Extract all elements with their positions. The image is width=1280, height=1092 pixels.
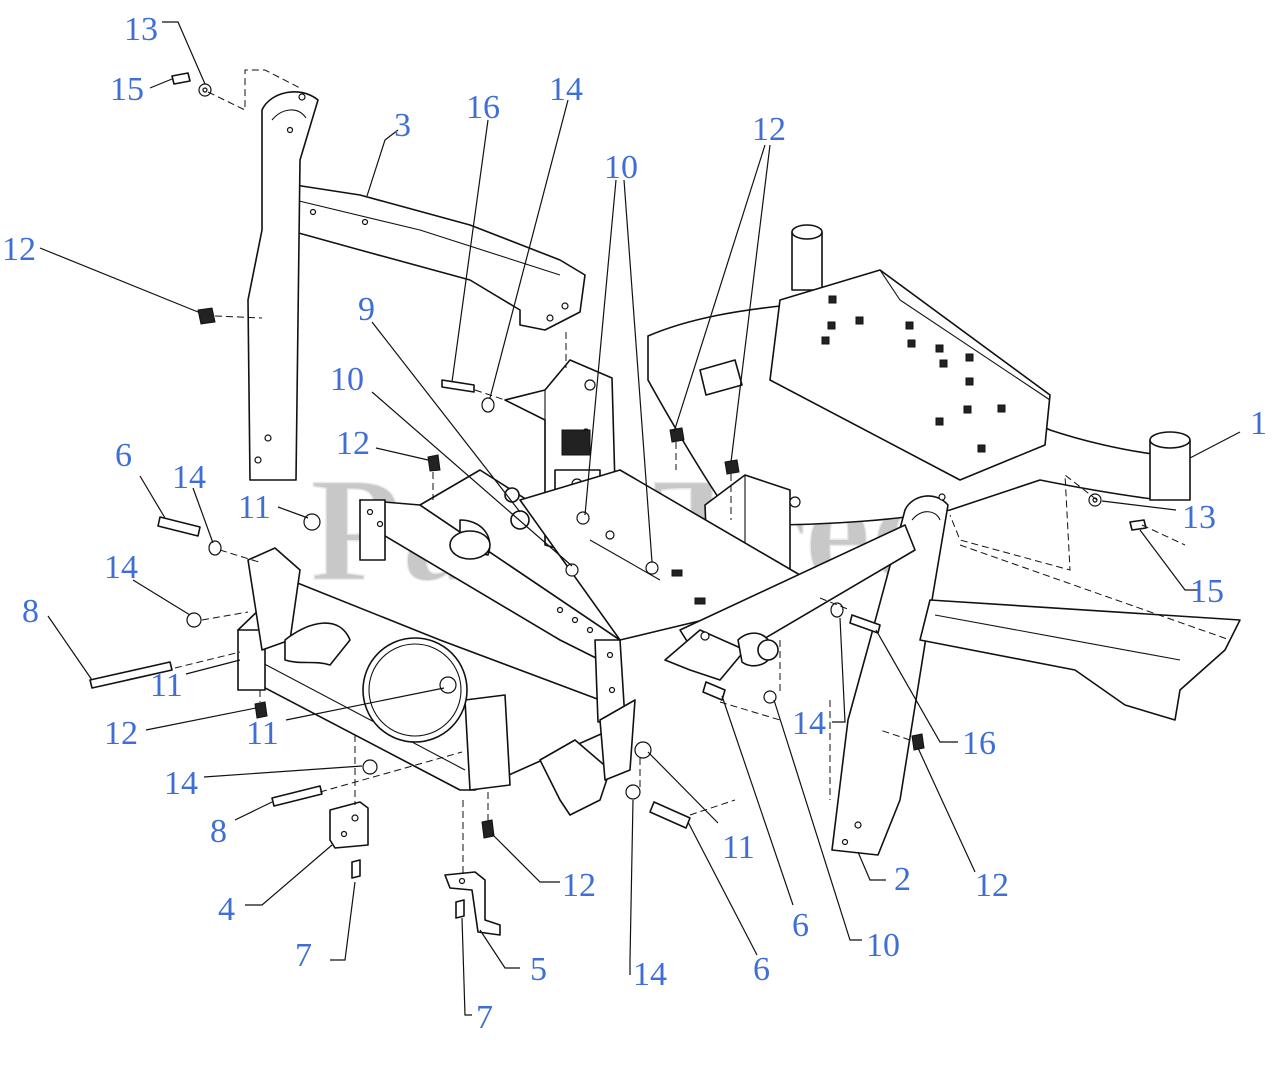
callout-8[interactable]: 8 xyxy=(22,593,39,630)
part-2-right-vertical-bar[interactable] xyxy=(831,493,949,856)
callout-12[interactable]: 12 xyxy=(104,715,138,752)
callout-7[interactable]: 7 xyxy=(476,999,493,1036)
fasteners xyxy=(89,72,1147,919)
callout-1[interactable]: 1 xyxy=(1250,405,1267,442)
callout-15[interactable]: 15 xyxy=(110,71,144,108)
callout-12[interactable]: 12 xyxy=(2,231,36,268)
center-mount-brackets[interactable] xyxy=(504,359,801,641)
callout-10[interactable]: 10 xyxy=(604,149,638,186)
callout-5[interactable]: 5 xyxy=(530,951,547,988)
part-4-bracket[interactable] xyxy=(329,801,369,849)
callout-6[interactable]: 6 xyxy=(753,951,770,988)
callout-9[interactable]: 9 xyxy=(358,291,375,328)
callout-12[interactable]: 12 xyxy=(562,867,596,904)
callout-8[interactable]: 8 xyxy=(210,813,227,850)
callout-11[interactable]: 11 xyxy=(238,489,271,526)
callout-13[interactable]: 13 xyxy=(124,11,158,48)
callout-13[interactable]: 13 xyxy=(1182,499,1216,536)
footplate-holes xyxy=(821,295,1006,453)
callout-12[interactable]: 12 xyxy=(752,111,786,148)
callout-14[interactable]: 14 xyxy=(792,705,826,742)
callout-3[interactable]: 3 xyxy=(394,107,411,144)
callout-14[interactable]: 14 xyxy=(164,765,198,802)
part-3-left-arm[interactable] xyxy=(294,184,586,331)
callout-11[interactable]: 11 xyxy=(246,715,279,752)
callout-10[interactable]: 10 xyxy=(330,361,364,398)
callout-4[interactable]: 4 xyxy=(218,891,235,928)
leader-lines xyxy=(39,21,1241,1016)
part-5-bent-bracket[interactable] xyxy=(444,871,501,936)
callout-11[interactable]: 11 xyxy=(150,667,183,704)
callout-14[interactable]: 14 xyxy=(549,71,583,108)
callout-6[interactable]: 6 xyxy=(115,437,132,474)
callout-14[interactable]: 14 xyxy=(172,459,206,496)
callout-6[interactable]: 6 xyxy=(792,907,809,944)
lower-hanger[interactable] xyxy=(539,699,636,816)
callout-16[interactable]: 16 xyxy=(962,725,996,762)
callout-16[interactable]: 16 xyxy=(466,89,500,126)
right-lower-arm[interactable] xyxy=(919,599,1241,721)
left-vertical-bar[interactable] xyxy=(247,91,319,481)
front-axle-arm[interactable] xyxy=(664,524,916,681)
callout-10[interactable]: 10 xyxy=(866,927,900,964)
callout-7[interactable]: 7 xyxy=(295,937,312,974)
callout-12[interactable]: 12 xyxy=(975,867,1009,904)
callout-11[interactable]: 11 xyxy=(722,829,755,866)
callout-2[interactable]: 2 xyxy=(894,861,911,898)
part-1-frame-tube[interactable] xyxy=(647,224,1191,526)
callout-12[interactable]: 12 xyxy=(336,425,370,462)
assembly-lines xyxy=(174,69,1231,875)
callout-14[interactable]: 14 xyxy=(104,549,138,586)
callout-labels: 13 15 3 16 14 12 10 12 9 10 12 1 6 14 11… xyxy=(2,11,1267,1036)
callout-14[interactable]: 14 xyxy=(633,956,667,993)
callout-15[interactable]: 15 xyxy=(1190,573,1224,610)
